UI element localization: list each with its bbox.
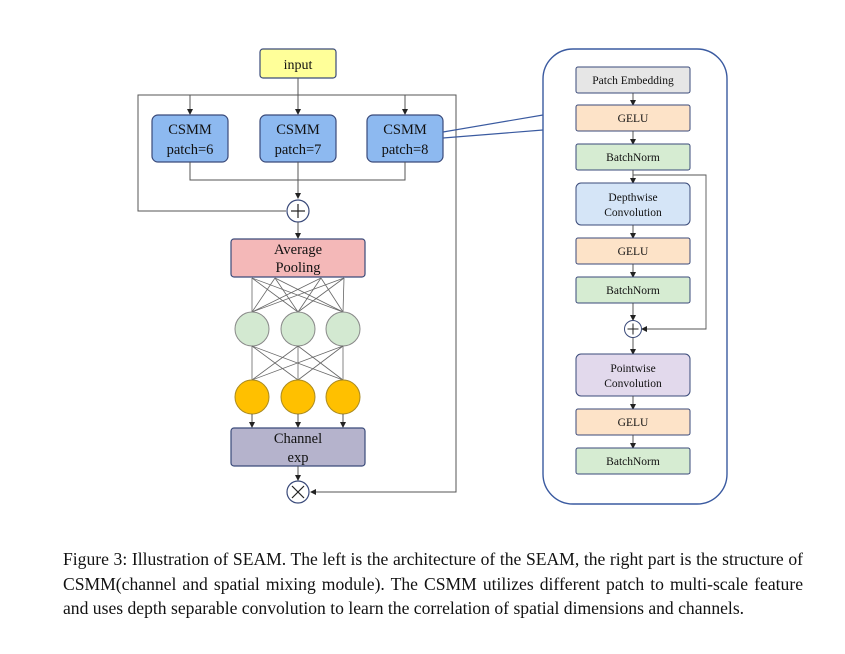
output-node-3 <box>325 379 361 415</box>
gelu-node-3: GELU <box>575 408 691 436</box>
input-label: input <box>284 58 313 73</box>
output-node-1 <box>234 379 270 415</box>
csmm-2-line1: CSMM <box>276 122 320 138</box>
outer-skip-path <box>137 94 298 212</box>
channel-exp-line2: exp <box>288 450 309 466</box>
batchnorm-node-3: BatchNorm <box>575 447 691 475</box>
gelu-3-label: GELU <box>618 417 649 429</box>
input-node: input <box>259 48 337 79</box>
hidden-node-1 <box>234 311 270 347</box>
residual-add-icon <box>624 320 642 338</box>
csmm-3-line2: patch=8 <box>382 142 429 158</box>
pooling-line1: Average <box>274 242 322 258</box>
batchnorm-1-label: BatchNorm <box>606 152 660 164</box>
gelu-1-label: GELU <box>618 113 649 125</box>
add-operator-icon <box>286 199 310 223</box>
csmm-box-patch-7: CSMM patch=7 <box>259 114 337 163</box>
patch-embedding-label: Patch Embedding <box>592 75 674 87</box>
fc-layer-1-connections <box>251 277 345 313</box>
hidden-node-2 <box>280 311 316 347</box>
channel-exp-node: Channel exp <box>230 427 366 467</box>
average-pooling-node: Average Pooling <box>230 238 366 278</box>
outer-skip-path-right <box>298 94 457 495</box>
csmm-3-line1: CSMM <box>383 122 427 138</box>
callout-line-bottom <box>442 129 544 139</box>
pooling-line2: Pooling <box>275 260 320 276</box>
batchnorm-3-label: BatchNorm <box>606 456 660 468</box>
gelu-node-2: GELU <box>575 237 691 265</box>
figure-caption: Figure 3: Illustration of SEAM. The left… <box>63 549 803 618</box>
depthwise-line1: Depthwise <box>608 192 657 204</box>
depthwise-convolution-node: Depthwise Convolution <box>575 182 691 226</box>
multiply-operator-icon <box>286 480 310 504</box>
channel-exp-line1: Channel <box>274 431 322 447</box>
pointwise-line2: Convolution <box>604 378 662 390</box>
batchnorm-node-2: BatchNorm <box>575 276 691 304</box>
batchnorm-2-label: BatchNorm <box>606 285 660 297</box>
csmm-2-line2: patch=7 <box>275 142 322 158</box>
output-node-2 <box>280 379 316 415</box>
fc-layer-2-connections <box>251 345 344 381</box>
depthwise-line2: Convolution <box>604 207 662 219</box>
pointwise-convolution-node: Pointwise Convolution <box>575 353 691 397</box>
pointwise-line1: Pointwise <box>610 363 655 375</box>
residual-skip-path <box>633 174 707 332</box>
csmm-box-patch-8: CSMM patch=8 <box>366 114 444 163</box>
gelu-node-1: GELU <box>575 104 691 132</box>
batchnorm-node-1: BatchNorm <box>575 143 691 171</box>
csmm-1-line1: CSMM <box>168 122 212 138</box>
callout-line-top <box>442 114 544 133</box>
csmm-box-patch-6: CSMM patch=6 <box>151 114 229 163</box>
hidden-node-3 <box>325 311 361 347</box>
patch-embedding-node: Patch Embedding <box>575 66 691 94</box>
gelu-2-label: GELU <box>618 246 649 258</box>
csmm-1-line2: patch=6 <box>167 142 214 158</box>
